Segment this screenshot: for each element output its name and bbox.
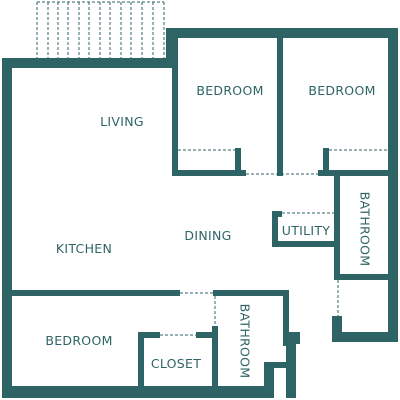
room-label-bedroom-top-left: BEDROOM: [196, 82, 264, 98]
room-label-bathroom-bottom: BATHROOM: [237, 303, 253, 379]
room-label-bedroom-top-right: BEDROOM: [308, 82, 376, 98]
room-label-utility: UTILITY: [281, 222, 331, 238]
exterior-walls: [2, 28, 398, 398]
door-openings: [160, 149, 388, 336]
room-label-bathroom-right: BATHROOM: [357, 191, 373, 267]
room-label-kitchen: KITCHEN: [55, 240, 113, 256]
room-label-dining: DINING: [184, 227, 232, 243]
balcony: [36, 1, 165, 58]
room-label-living: LIVING: [100, 113, 144, 129]
room-label-closet: CLOSET: [150, 355, 202, 371]
room-label-bedroom-bottom: BEDROOM: [45, 332, 113, 348]
interior-walls: [12, 38, 390, 388]
